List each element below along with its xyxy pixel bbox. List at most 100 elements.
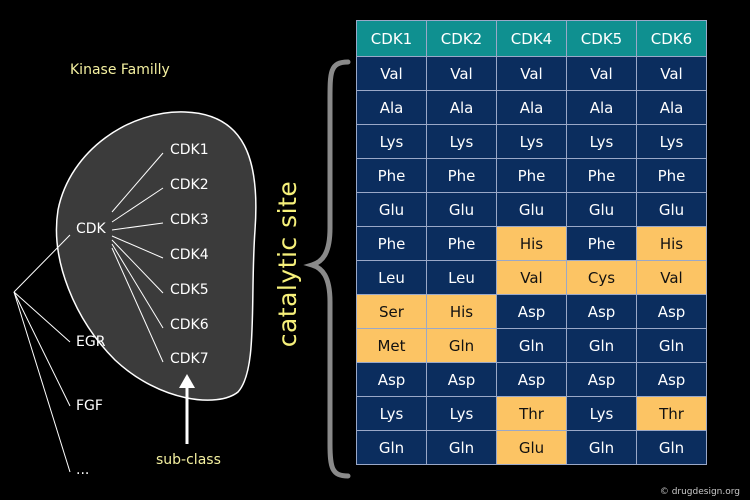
residue-cell: Phe: [636, 158, 707, 193]
residue-cell: Gln: [566, 430, 637, 465]
residue-cell: Asp: [426, 362, 497, 397]
residue-cell: His: [636, 226, 707, 261]
residue-cell: Met: [356, 328, 427, 363]
residue-cell: Ala: [636, 90, 707, 125]
residue-cell: Asp: [636, 362, 707, 397]
residue-cell: His: [496, 226, 567, 261]
residue-cell: Gln: [426, 430, 497, 465]
residue-cell: Leu: [356, 260, 427, 295]
residue-cell: Glu: [426, 192, 497, 227]
residue-cell: Ala: [426, 90, 497, 125]
subclass-label-cdk7: CDK7: [170, 351, 209, 367]
subclass-label-cdk6: CDK6: [170, 317, 209, 333]
branch-etc: [13, 291, 71, 473]
subclass-label-cdk4: CDK4: [170, 247, 209, 263]
residue-cell: Asp: [496, 294, 567, 329]
branch-cdk1: [111, 152, 164, 213]
residue-cell: Lys: [566, 124, 637, 159]
residue-cell: Lys: [496, 124, 567, 159]
residue-cell: Asp: [566, 294, 637, 329]
subclass-label-cdk2: CDK2: [170, 177, 209, 193]
residue-cell: Glu: [356, 192, 427, 227]
residue-cell: Val: [496, 260, 567, 295]
column-header: CDK4: [496, 20, 567, 57]
residue-cell: Glu: [636, 192, 707, 227]
subclass-label-cdk5: CDK5: [170, 282, 209, 298]
branch-cdk6: [111, 243, 164, 329]
branch-cdk7: [111, 247, 164, 363]
residue-cell: Lys: [566, 396, 637, 431]
residue-cell: Val: [636, 56, 707, 91]
cdk-root-label: CDK: [76, 221, 106, 237]
subclass-arrow-head: [179, 374, 195, 388]
residue-cell: Phe: [566, 226, 637, 261]
residue-cell: Lys: [426, 124, 497, 159]
residue-cell: Phe: [356, 158, 427, 193]
residue-cell: Ala: [356, 90, 427, 125]
residue-cell: Gln: [496, 328, 567, 363]
residue-cell: His: [426, 294, 497, 329]
column-header: CDK1: [356, 20, 427, 57]
residue-cell: Val: [566, 56, 637, 91]
residue-cell: Val: [496, 56, 567, 91]
residue-cell: Gln: [566, 328, 637, 363]
sibling-label-egr: EGR: [76, 334, 106, 350]
table-header-row: CDK1 CDK2 CDK4 CDK5 CDK6: [356, 20, 707, 57]
residue-cell: Asp: [566, 362, 637, 397]
residue-cell: Thr: [636, 396, 707, 431]
residue-cell: Val: [636, 260, 707, 295]
residue-cell: Gln: [636, 430, 707, 465]
branch-egr: [13, 291, 71, 343]
residue-cell: Thr: [496, 396, 567, 431]
residue-cell: Phe: [356, 226, 427, 261]
residue-cell: Lys: [356, 396, 427, 431]
residue-cell: Lys: [636, 124, 707, 159]
residue-cell: Phe: [496, 158, 567, 193]
branch-cdk: [13, 234, 71, 293]
subclass-label-cdk3: CDK3: [170, 212, 209, 228]
residue-cell: Lys: [356, 124, 427, 159]
residue-cell: Phe: [566, 158, 637, 193]
residue-cell: Gln: [426, 328, 497, 363]
column-header: CDK6: [636, 20, 707, 57]
residue-cell: Glu: [496, 430, 567, 465]
residue-cell: Ser: [356, 294, 427, 329]
residue-cell: Phe: [426, 158, 497, 193]
residue-cell: Asp: [496, 362, 567, 397]
catalytic-brace: [303, 59, 351, 479]
residue-cell: Cys: [566, 260, 637, 295]
kinase-family-title: Kinase Familly: [70, 62, 170, 78]
residue-cell: Glu: [566, 192, 637, 227]
branch-cdk2: [111, 187, 164, 223]
branch-fgf: [13, 291, 71, 407]
column-header: CDK2: [426, 20, 497, 57]
branch-cdk4: [111, 235, 164, 259]
residue-cell: Leu: [426, 260, 497, 295]
branch-cdk5: [111, 239, 164, 294]
residue-cell: Val: [356, 56, 427, 91]
branch-cdk3: [111, 222, 164, 231]
residue-cell: Asp: [356, 362, 427, 397]
residue-cell: Glu: [496, 192, 567, 227]
sibling-label-etc: ...: [76, 462, 90, 478]
subclass-label-cdk1: CDK1: [170, 142, 209, 158]
residue-cell: Phe: [426, 226, 497, 261]
column-header: CDK5: [566, 20, 637, 57]
residue-cell: Ala: [566, 90, 637, 125]
residue-cell: Gln: [356, 430, 427, 465]
catalytic-site-label: catalytic site: [273, 180, 302, 348]
